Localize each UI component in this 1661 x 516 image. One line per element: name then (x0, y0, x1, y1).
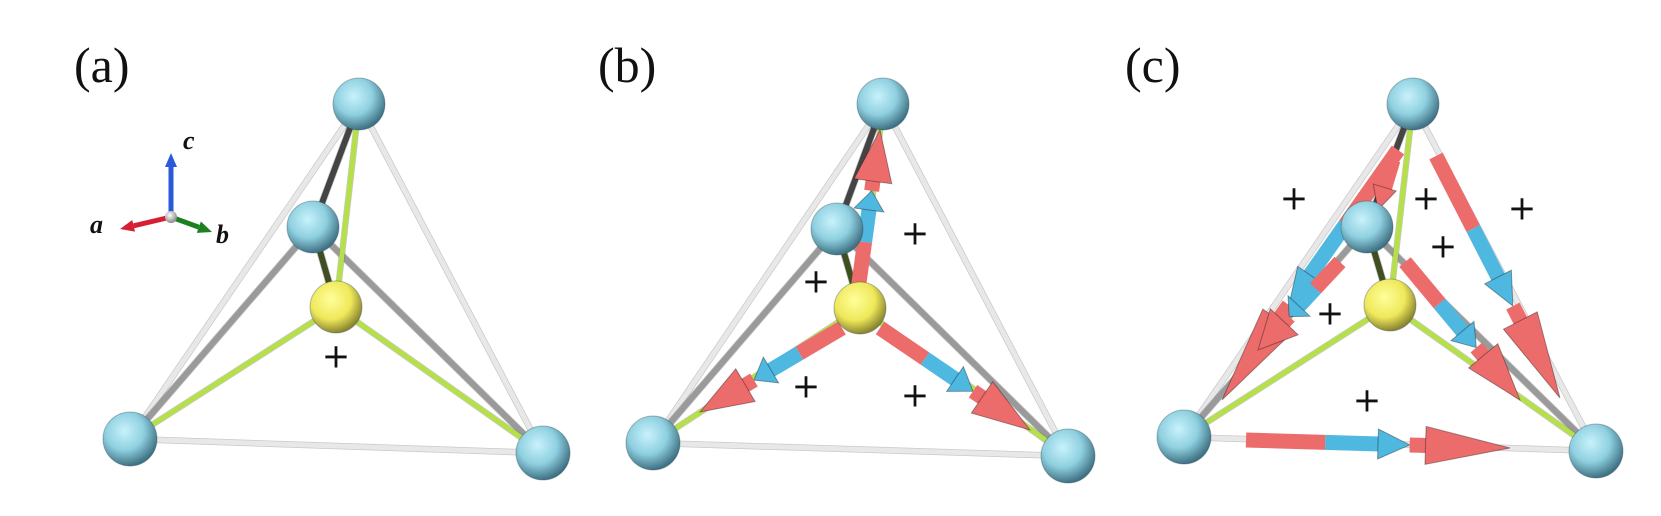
axis-origin-icon (165, 211, 177, 223)
panel-label-a: (a) (74, 37, 130, 93)
arrow-head (1502, 311, 1561, 399)
atom-top-a (332, 77, 386, 131)
atom-top-c (1386, 77, 1440, 131)
arrow-c-0 (1245, 425, 1511, 466)
panel-label-c: (c) (1125, 37, 1181, 93)
arrow-head (1424, 425, 1511, 466)
arrow-shaft (1309, 256, 1346, 294)
axis-c-arrow-icon-head (165, 153, 177, 167)
plus-mark: + (900, 213, 930, 254)
arrow-head (1372, 183, 1398, 212)
arrow-head (853, 189, 885, 213)
arrow-head (945, 365, 974, 392)
arrow-c-5 (1372, 157, 1401, 212)
atom-top-b (856, 77, 910, 131)
plus-mark: + (1411, 178, 1441, 219)
edge-bl-br (127, 436, 546, 456)
plus-mark: + (1428, 226, 1458, 267)
bond-center-br (333, 304, 546, 456)
atom-bottom-right-c (1568, 423, 1624, 479)
edge-top-br (356, 101, 546, 456)
arrow-head (1483, 269, 1514, 308)
bond-center-bl (127, 304, 339, 442)
edge-top-br (880, 101, 1071, 459)
plus-mark: + (1279, 178, 1309, 219)
arrow-shaft (1376, 157, 1401, 193)
arrow-head (970, 380, 1032, 431)
arrow-b-2 (850, 128, 893, 292)
plus-mark: + (1507, 188, 1537, 229)
arrows-layer (698, 128, 1561, 466)
atom-bottom-left-b (625, 415, 681, 471)
atom-center-c (1363, 278, 1417, 332)
arrow-shaft (1245, 432, 1326, 450)
arrow-c-2 (1221, 145, 1405, 401)
axis-b-arrow-icon-head (196, 221, 212, 233)
edge-mid-bl (650, 226, 840, 446)
arrow-shaft (1429, 152, 1480, 233)
arrow-head (1377, 428, 1411, 460)
arrow-head (1467, 342, 1522, 402)
bond-center-top (333, 101, 362, 310)
panel-label-b: (b) (598, 37, 657, 93)
arrow-head (753, 355, 780, 384)
arrow-c-4 (1399, 257, 1522, 402)
atom-bottom-right-a (515, 425, 571, 481)
arrow-head (1449, 320, 1477, 349)
plus-mark: + (1352, 380, 1382, 421)
arrow-c-3 (1257, 256, 1346, 351)
arrow-head (1257, 307, 1300, 351)
atom-bottom-left-c (1156, 409, 1212, 465)
bond-center-bl (1181, 302, 1393, 440)
axis-a-arrow-icon-shaft (133, 214, 172, 229)
arrow-b-1 (875, 321, 1032, 431)
axes-indicator (120, 153, 212, 233)
bond-center-top (1387, 101, 1416, 308)
arrow-shaft (795, 321, 846, 360)
atom-middle-c (1340, 200, 1394, 254)
edge-top-bl (650, 101, 886, 446)
atom-center-b (833, 281, 887, 335)
edge-bl-br (650, 440, 1071, 459)
axis-label-b: b (216, 220, 229, 249)
edge-mid-br (310, 224, 546, 456)
atoms-layer (102, 77, 1624, 484)
arrow-c-1 (1429, 152, 1561, 399)
axis-label-a: a (90, 210, 103, 239)
atom-middle-a (286, 200, 340, 254)
atom-bottom-left-a (102, 411, 158, 467)
atom-center-a (309, 280, 363, 334)
arrow-head (698, 367, 756, 413)
atom-middle-b (810, 202, 864, 256)
plus-mark: + (791, 366, 821, 407)
arrow-shaft (875, 321, 930, 365)
arrow-head (853, 128, 893, 185)
edge-mid-bl (127, 224, 316, 442)
arrow-shaft (850, 240, 873, 292)
plus-mark: + (900, 375, 930, 416)
plus-mark: + (321, 336, 351, 377)
plus-mark: + (1315, 293, 1345, 334)
axis-label-c: c (183, 126, 195, 155)
arrow-head (1287, 294, 1312, 318)
axis-a-arrow-icon-head (120, 219, 136, 232)
atom-bottom-right-b (1040, 428, 1096, 484)
arrow-shaft (1399, 257, 1446, 309)
edge-top-bl (127, 101, 362, 442)
arrow-b-0 (698, 321, 846, 413)
edge-mid-br (834, 226, 1071, 459)
plus-mark: + (801, 261, 831, 302)
